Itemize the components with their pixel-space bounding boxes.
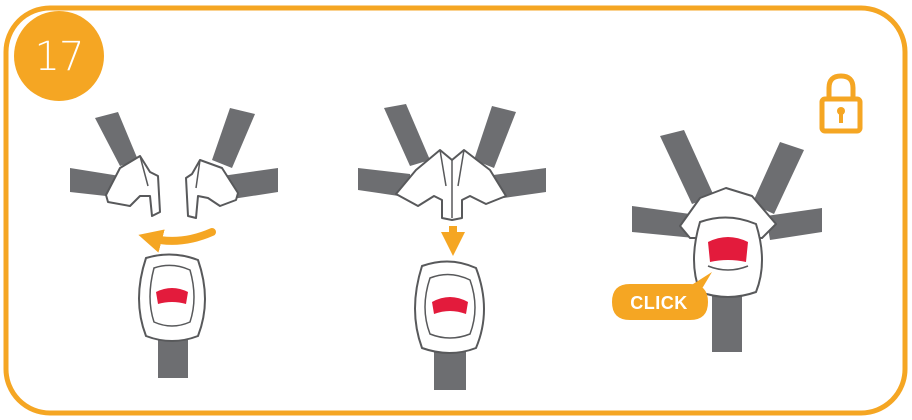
click-label: CLICK xyxy=(611,284,707,322)
right-shoulder-strap xyxy=(474,106,516,168)
left-buckle-tongue xyxy=(106,156,160,216)
right-shoulder-strap xyxy=(752,142,804,214)
panel-insert xyxy=(358,104,546,390)
left-shoulder-strap xyxy=(384,104,430,166)
left-shoulder-strap xyxy=(95,112,138,166)
right-shoulder-strap xyxy=(212,108,255,168)
left-shoulder-strap xyxy=(660,130,714,204)
right-buckle-tongue xyxy=(186,160,238,218)
panel-align xyxy=(70,108,278,378)
release-button xyxy=(708,237,748,262)
step-number: 17 xyxy=(16,14,102,100)
release-button xyxy=(156,288,188,304)
crotch-strap xyxy=(712,290,742,352)
padlock-locked-icon xyxy=(822,76,860,131)
curved-arrow-left-icon xyxy=(150,232,212,241)
